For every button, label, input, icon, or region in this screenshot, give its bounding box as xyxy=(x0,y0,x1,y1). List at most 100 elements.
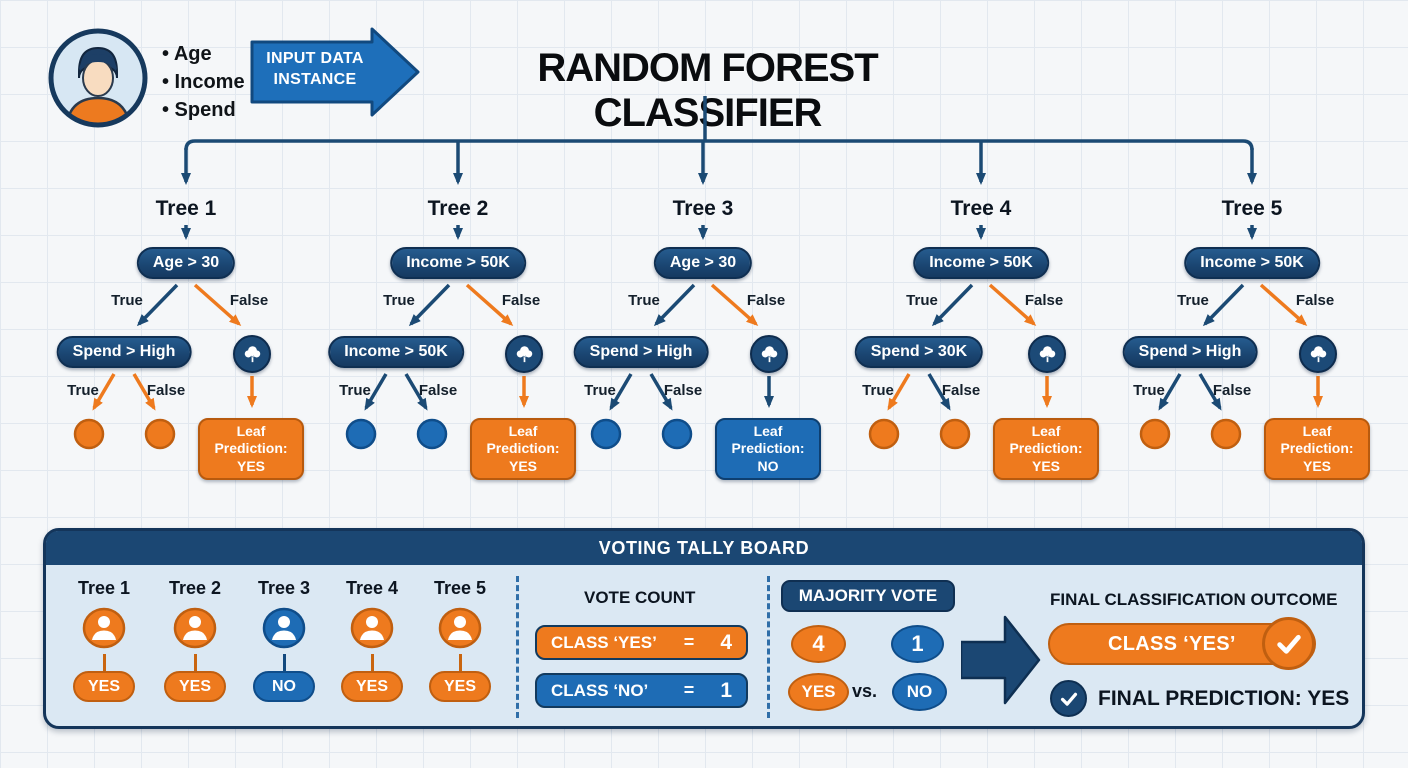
subtree-node xyxy=(750,335,788,373)
root-connector-lines xyxy=(181,96,1257,185)
leaf-prediction: Leaf Prediction: YES xyxy=(1264,418,1370,480)
section-divider xyxy=(516,576,519,718)
majority-vote-title: MAJORITY VOTE xyxy=(781,580,955,612)
tree-title: Tree 1 xyxy=(155,197,217,220)
tree-title: Tree 4 xyxy=(950,197,1012,220)
tree-4: Tree 4 Income > 50K True False Spend > 3… xyxy=(851,197,1111,492)
vote-pill: YES xyxy=(429,671,491,702)
vote-pill: YES xyxy=(341,671,403,702)
tree-icon xyxy=(244,345,260,362)
branch-label-false: False xyxy=(941,382,981,399)
terminal-dot xyxy=(144,418,176,450)
tree-1: Tree 1 Age > 30 True False Spend > High … xyxy=(56,197,316,492)
tree-icon xyxy=(1310,345,1326,362)
root-node: Income > 50K xyxy=(913,247,1049,279)
tree-edges xyxy=(345,225,529,450)
leaf-prediction: Leaf Prediction: YES xyxy=(470,418,576,480)
vote-column-tree-4: Tree 4 YES xyxy=(328,578,416,702)
branch-label-true: True xyxy=(1133,382,1165,399)
tree-title: Tree 5 xyxy=(1221,197,1283,220)
tree-icon xyxy=(516,345,532,362)
flow-arrow-icon xyxy=(961,615,1041,705)
branch-label-true: True xyxy=(584,382,616,399)
branch-label-true: True xyxy=(1177,292,1209,309)
branch-label-false: False xyxy=(1295,292,1335,309)
child-node: Income > 50K xyxy=(328,336,464,368)
voter-icon xyxy=(438,607,482,654)
leaf-prediction: Leaf Prediction: YES xyxy=(993,418,1099,480)
root-node: Age > 30 xyxy=(136,247,236,279)
vote-pill: YES xyxy=(164,671,226,702)
branch-label-true: True xyxy=(628,292,660,309)
voter-icon xyxy=(173,607,217,654)
checkmark-icon xyxy=(1262,617,1315,670)
majority-no-label: NO xyxy=(892,673,947,711)
terminal-dot xyxy=(1210,418,1242,450)
vote-count-title: VOTE COUNT xyxy=(584,588,696,607)
tree-edges xyxy=(590,225,774,450)
branch-label-true: True xyxy=(339,382,371,399)
majority-yes-label: YES xyxy=(788,673,849,711)
child-node: Spend > High xyxy=(573,336,709,368)
terminal-dot xyxy=(590,418,622,450)
leaf-prediction: Leaf Prediction: YES xyxy=(198,418,304,480)
vote-pill: YES xyxy=(73,671,135,702)
branch-label-true: True xyxy=(111,292,143,309)
vote-tree-label: Tree 3 xyxy=(257,578,311,598)
branch-label-false: False xyxy=(746,292,786,309)
subtree-node xyxy=(1299,335,1337,373)
vote-column-tree-3: Tree 3 NO xyxy=(240,578,328,702)
child-node: Spend > High xyxy=(56,336,192,368)
input-data-arrow: INPUT DATA INSTANCE xyxy=(250,26,422,118)
vote-stem xyxy=(193,654,197,671)
branch-label-false: False xyxy=(501,292,541,309)
tree-5: Tree 5 Income > 50K True False Spend > H… xyxy=(1122,197,1382,492)
feature-item: • Income xyxy=(162,71,245,93)
branch-label-true: True xyxy=(906,292,938,309)
voter-icon xyxy=(82,607,126,654)
voter-icon xyxy=(350,607,394,654)
tree-3: Tree 3 Age > 30 True False Spend > High … xyxy=(573,197,833,492)
checkmark-icon xyxy=(1050,680,1087,717)
vote-tree-label: Tree 5 xyxy=(433,578,487,598)
vote-count-row-yes: CLASS ‘YES’ = 4 xyxy=(535,625,748,660)
vote-tree-label: Tree 1 xyxy=(77,578,131,598)
branch-label-true: True xyxy=(862,382,894,399)
terminal-dot xyxy=(868,418,900,450)
tree-title: Tree 3 xyxy=(672,197,734,220)
subtree-node xyxy=(505,335,543,373)
root-node: Income > 50K xyxy=(1184,247,1320,279)
leaf-prediction: Leaf Prediction: NO xyxy=(715,418,821,480)
vote-column-tree-2: Tree 2 YES xyxy=(151,578,239,702)
terminal-dot xyxy=(1139,418,1171,450)
child-node: Spend > High xyxy=(1122,336,1258,368)
root-node: Age > 30 xyxy=(653,247,753,279)
final-prediction-row: FINAL PREDICTION: YES xyxy=(1050,680,1349,717)
final-prediction-text: FINAL PREDICTION: YES xyxy=(1098,686,1350,710)
vs-label: vs. xyxy=(852,681,878,701)
section-divider xyxy=(767,576,770,718)
vote-column-tree-1: Tree 1 YES xyxy=(60,578,148,702)
root-node: Income > 50K xyxy=(390,247,526,279)
vote-pill: NO xyxy=(253,671,315,702)
tree-icon xyxy=(761,345,777,362)
terminal-dot xyxy=(73,418,105,450)
branch-label-false: False xyxy=(146,382,186,399)
voting-tally-board: VOTING TALLY BOARD Tree 1 YES Tree 2 YES… xyxy=(43,528,1365,729)
terminal-dot xyxy=(416,418,448,450)
feature-item: • Age xyxy=(162,43,212,65)
final-outcome-title: FINAL CLASSIFICATION OUTCOME xyxy=(1050,590,1338,609)
input-arrow-label: INPUT DATA INSTANCE xyxy=(266,50,364,88)
input-arrow-icon xyxy=(250,27,420,117)
branch-label-true: True xyxy=(383,292,415,309)
vote-tree-label: Tree 4 xyxy=(345,578,399,598)
tree-edges xyxy=(868,225,1052,450)
vote-tree-label: Tree 2 xyxy=(168,578,222,598)
subtree-node xyxy=(233,335,271,373)
board-header: VOTING TALLY BOARD xyxy=(46,531,1362,565)
majority-no-count: 1 xyxy=(891,625,944,663)
branch-label-false: False xyxy=(418,382,458,399)
tree-2: Tree 2 Income > 50K True False Income > … xyxy=(328,197,588,492)
tree-icon xyxy=(1039,345,1055,362)
terminal-dot xyxy=(661,418,693,450)
